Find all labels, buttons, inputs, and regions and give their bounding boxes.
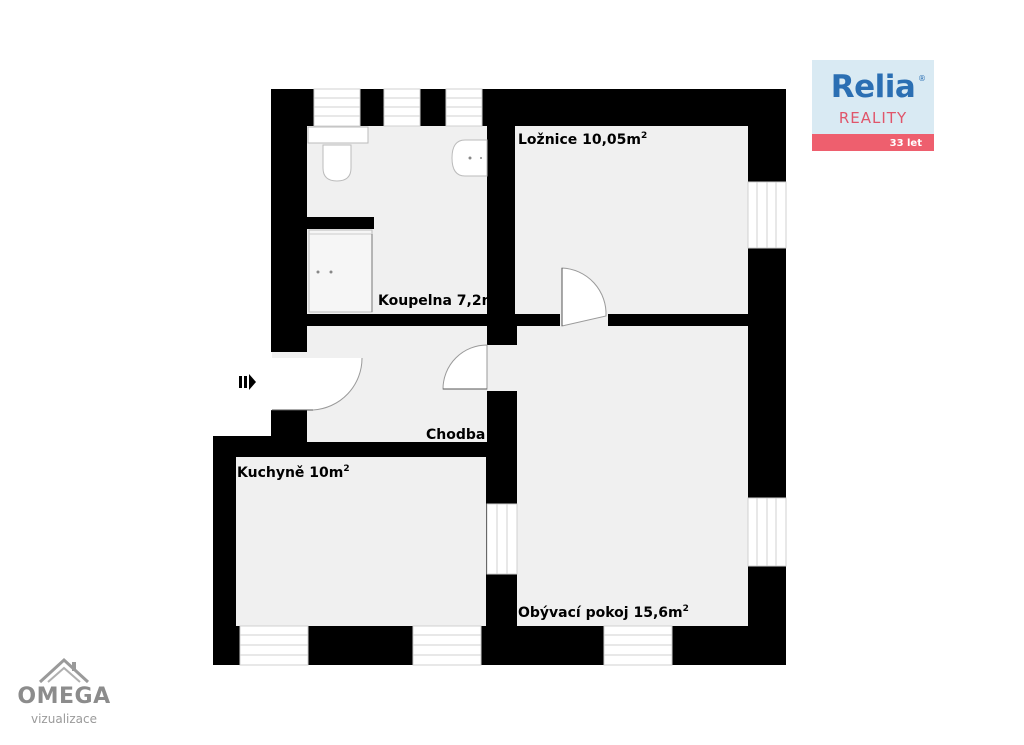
window-bottom-1 [239, 625, 309, 666]
bathroom-partition [307, 217, 374, 229]
registered-mark: ® [918, 74, 926, 83]
omega-vizualizace-logo: OMEGA vizualizace [12, 654, 116, 734]
room-label-kuchyne: Kuchyně 10m2 [237, 464, 350, 481]
fixtures [307, 126, 488, 313]
room-label-obyvaci: Obývací pokoj 15,6m2 [518, 604, 689, 621]
house-roof-icon [38, 657, 90, 684]
window-right-top [747, 181, 787, 249]
window-top-3 [445, 88, 483, 127]
shower-icon [308, 229, 373, 313]
floor-kuchyne [236, 457, 486, 626]
relia-sub-text: REALITY [838, 109, 908, 127]
room-label-koupelna: Koupelna 7,2m2 [378, 292, 502, 309]
room-label-loznice: Ložnice 10,05m2 [518, 131, 647, 148]
floor-chodba-door [487, 345, 517, 391]
door-chodba-living [442, 344, 488, 390]
window-bottom-2 [412, 625, 482, 666]
relia-reality-logo: Relia ® REALITY 33 let [812, 60, 934, 151]
floor-obyvaci [517, 326, 748, 626]
floor-loznice [515, 126, 748, 314]
door-entrance [270, 352, 363, 411]
doors [270, 267, 607, 411]
window-top-1 [313, 88, 361, 127]
relia-years-text: 33 let [889, 138, 922, 149]
window-right-bottom [747, 497, 787, 567]
window-inner-kitchen [486, 503, 518, 575]
window-bottom-3 [603, 625, 673, 666]
entrance-arrow-icon [239, 374, 256, 390]
windows [239, 88, 787, 666]
relia-red-bar [812, 134, 934, 151]
toilet-icon [307, 126, 369, 182]
sink-icon [451, 139, 488, 177]
door-bedroom [561, 267, 607, 327]
window-top-2 [383, 88, 421, 127]
room-label-chodba: Chodba [426, 427, 485, 443]
omega-brand-text: OMEGA [17, 684, 111, 709]
relia-brand-text: Relia [830, 69, 916, 105]
omega-tagline: vizualizace [31, 712, 97, 726]
